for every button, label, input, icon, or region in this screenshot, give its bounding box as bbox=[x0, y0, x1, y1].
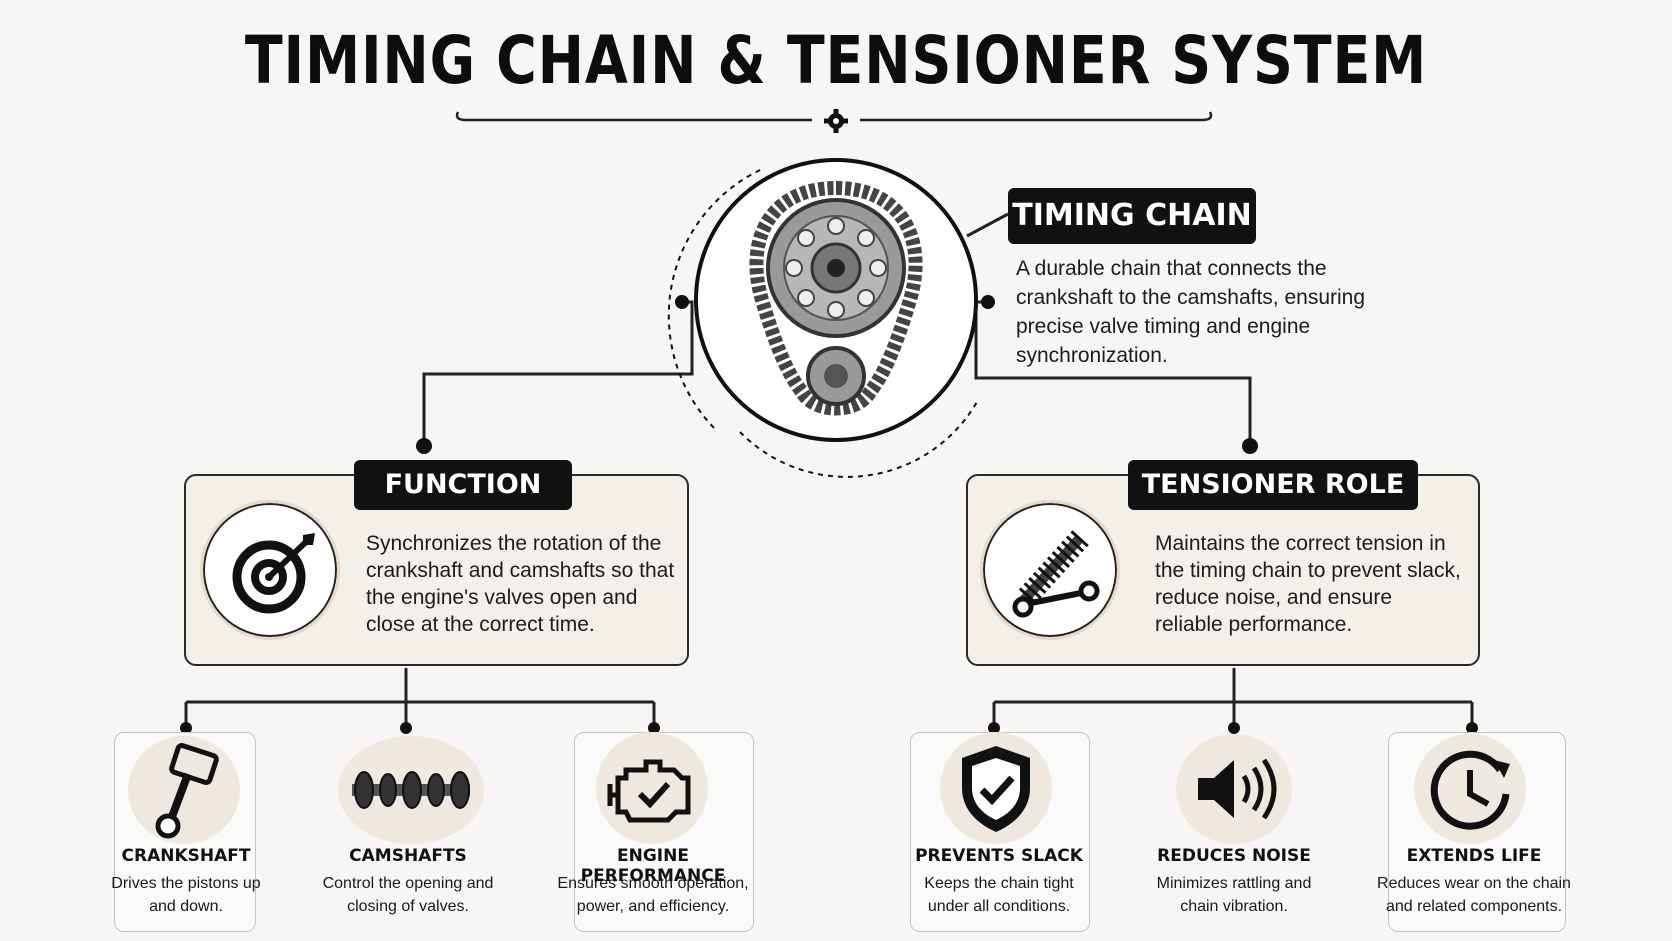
camshaft-icon bbox=[338, 736, 484, 844]
tensioner-role-description: Maintains the correct tension in the tim… bbox=[1155, 532, 1461, 636]
target-icon bbox=[200, 500, 340, 640]
spring-tensioner-icon bbox=[980, 500, 1120, 640]
feature-description-extends-life: Reduces wear on the chain and related co… bbox=[1377, 875, 1571, 915]
engine-check-icon bbox=[596, 732, 708, 844]
feature-label-prevents-slack: PREVENTS SLACK bbox=[915, 846, 1083, 866]
function-label: FUNCTION bbox=[354, 460, 572, 510]
piston-icon bbox=[128, 736, 240, 844]
feature-description-engine-performance: Ensures smooth operation, power, and eff… bbox=[557, 875, 749, 915]
feature-description-prevents-slack: Keeps the chain tight under all conditio… bbox=[924, 875, 1074, 915]
timing-chain-description: A durable chain that connects the cranks… bbox=[1016, 257, 1366, 367]
feature-description-reduces-noise: Minimizes rattling and chain vibration. bbox=[1156, 875, 1312, 915]
feature-description-camshafts: Control the opening and closing of valve… bbox=[322, 875, 494, 915]
timing-chain-label: TIMING CHAIN bbox=[1008, 188, 1256, 244]
page-title: TIMING CHAIN & TENSIONER SYSTEM bbox=[244, 22, 1428, 99]
function-description: Synchronizes the rotation of the cranksh… bbox=[366, 532, 675, 636]
feature-label-crankshaft: CRANKSHAFT bbox=[121, 846, 251, 866]
tensioner-role-label: TENSIONER ROLE bbox=[1128, 460, 1418, 510]
feature-label-reduces-noise: REDUCES NOISE bbox=[1157, 846, 1311, 866]
feature-label-camshafts: CAMSHAFTS bbox=[349, 846, 467, 866]
timing-chain-icon bbox=[667, 158, 979, 478]
clock-icon bbox=[1414, 734, 1526, 844]
gear-icon bbox=[824, 109, 848, 133]
speaker-icon bbox=[1176, 734, 1292, 844]
feature-label-engine-performance: ENGINE PERFORMANCE bbox=[580, 846, 726, 886]
feature-label-extends-life: EXTENDS LIFE bbox=[1406, 846, 1542, 866]
shield-check-icon bbox=[940, 732, 1052, 844]
feature-description-crankshaft: Drives the pistons up and down. bbox=[111, 875, 261, 915]
